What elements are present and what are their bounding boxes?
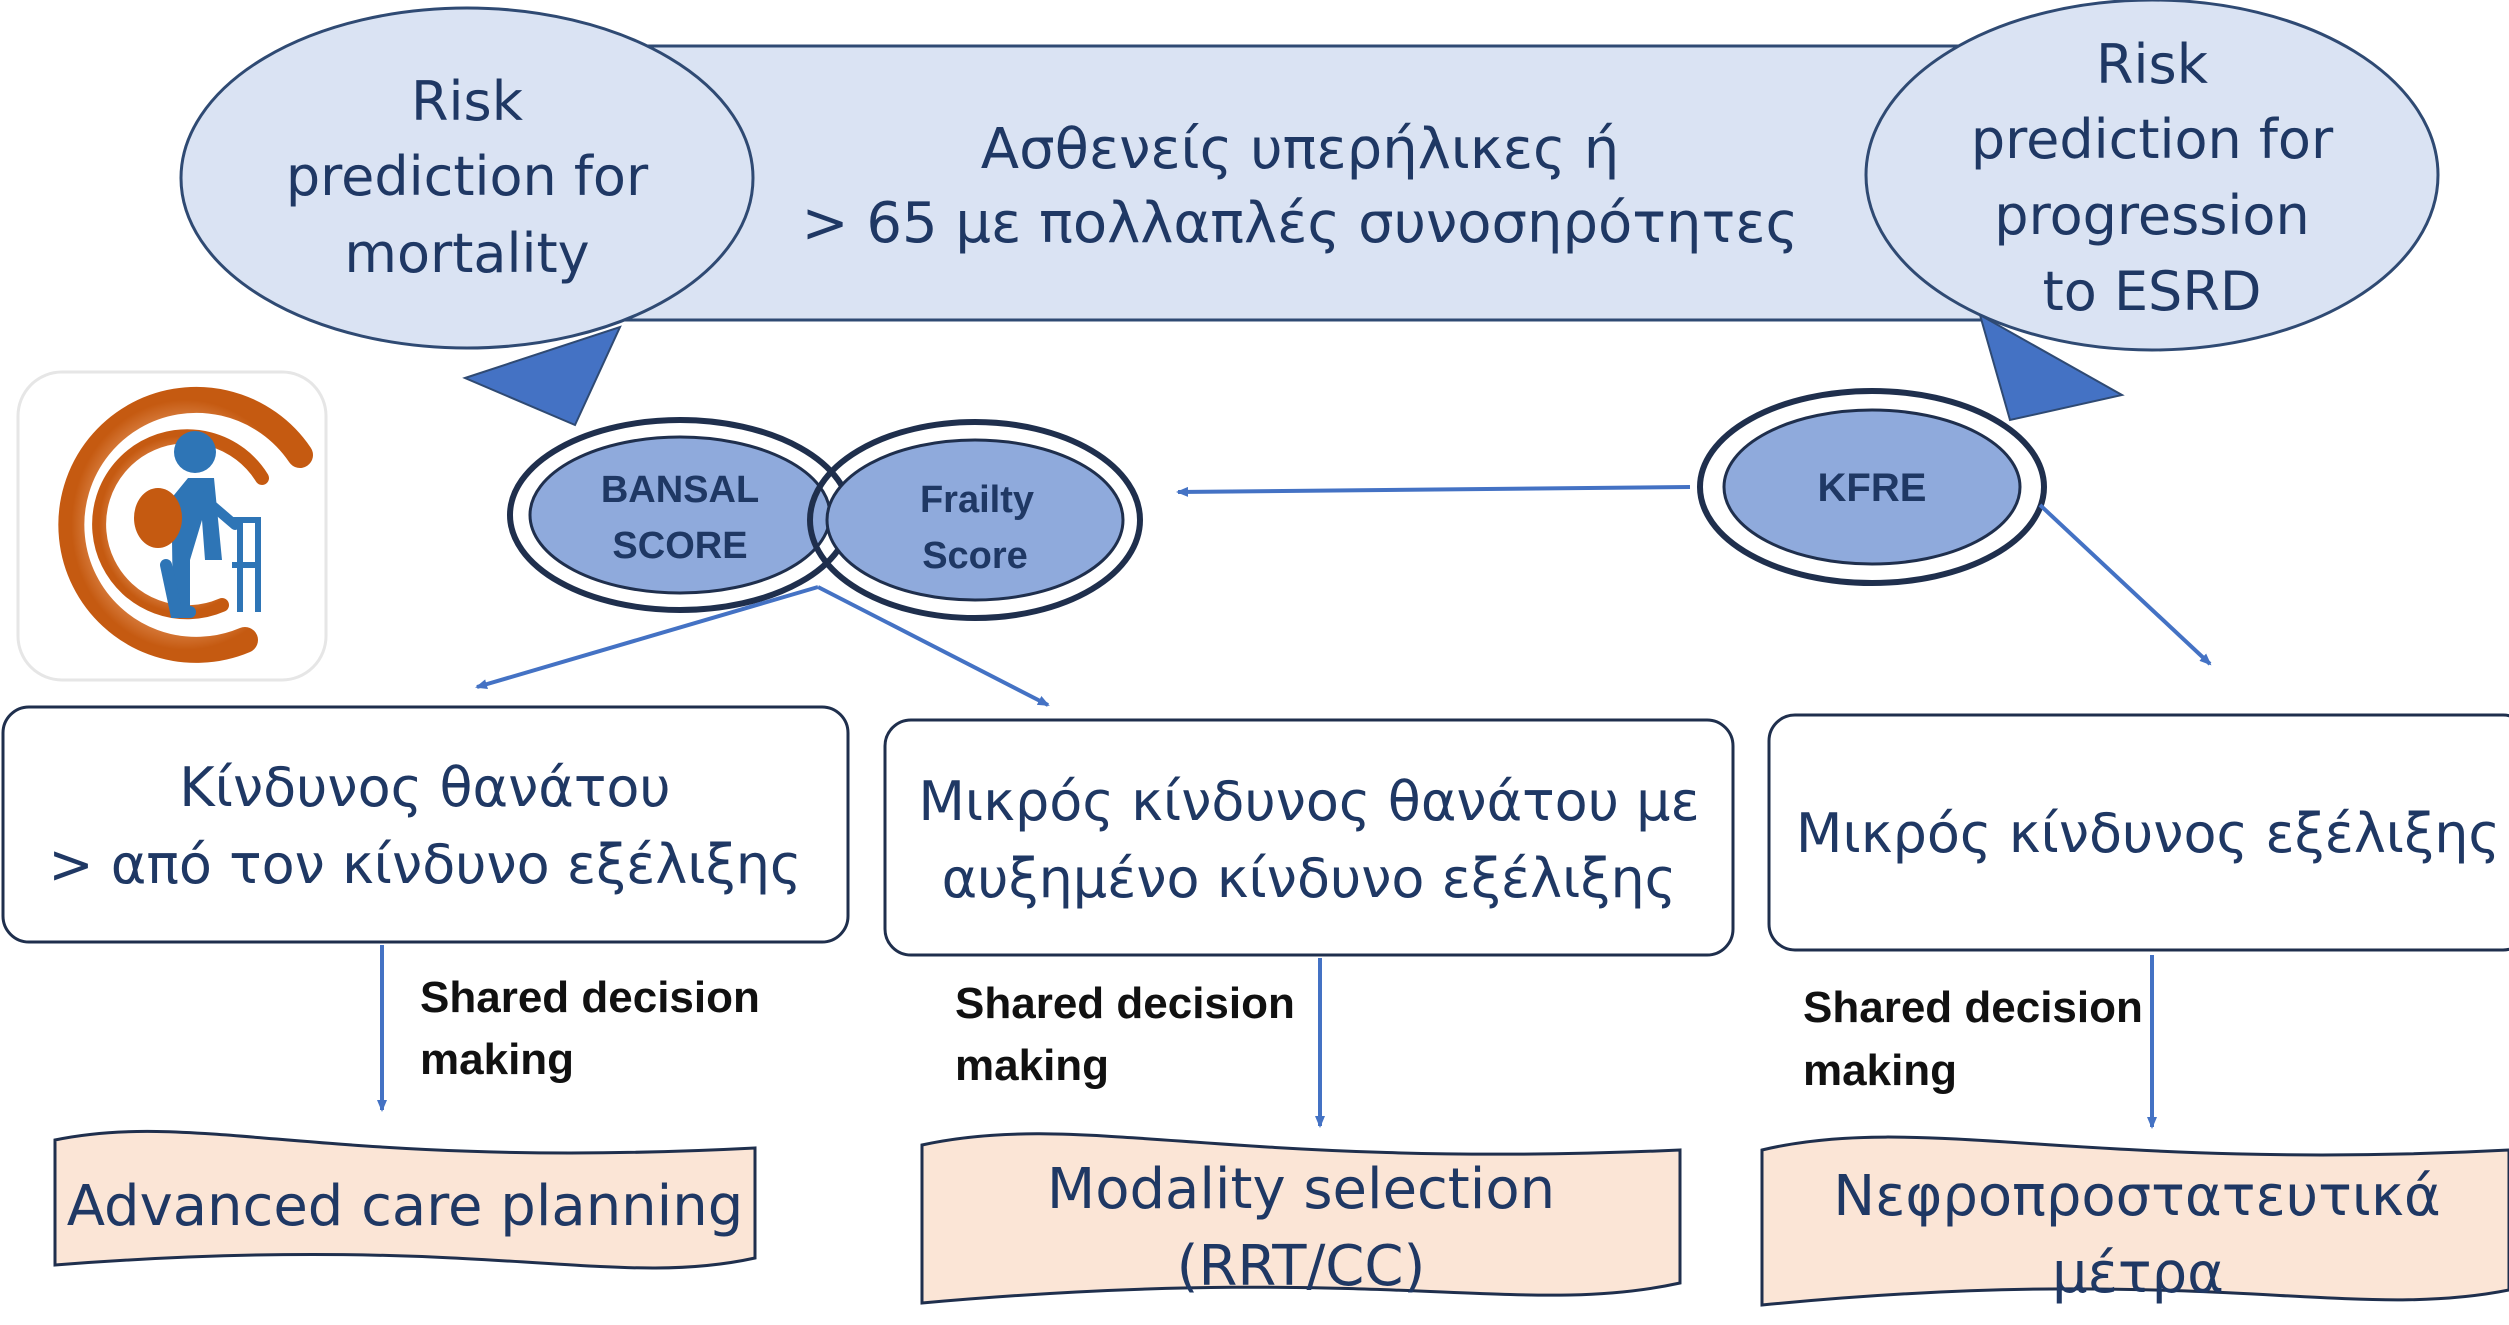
outcome-2-line-2: (RRT/CC) <box>1177 1234 1426 1299</box>
sdm-label-1-line-2: making <box>420 1035 574 1084</box>
box-mortality-risk <box>1 705 850 944</box>
kfre-label: KFRE <box>1818 466 1927 510</box>
sdm-label-1-line-1: Shared decision <box>420 973 760 1022</box>
arrow-kfre-to-box3 <box>2038 503 2212 666</box>
patients-banner <box>598 44 2002 322</box>
outcome-care-planning <box>53 1129 757 1270</box>
arrow-scores-to-box1 <box>475 585 819 689</box>
bubble-left-line-3: mortality <box>344 222 589 285</box>
outcome-nephroprotective <box>1760 1135 2509 1307</box>
bubble-left-line-1: Risk <box>411 70 524 133</box>
bubble-right-line-3: progression <box>1994 184 2309 247</box>
bubble-right-pointer <box>1978 312 2125 422</box>
box-3-line-1: Μικρός κίνδυνος εξέλιξης <box>1796 802 2500 865</box>
outcome-modality <box>920 1132 1682 1305</box>
frailty-line-2: Score <box>922 535 1028 577</box>
sdm-label-3-line-2: making <box>1803 1046 1957 1095</box>
sdm-label-2-line-2: making <box>955 1041 1109 1090</box>
outcome-3-line-2: μέτρα <box>2052 1241 2224 1306</box>
outcome-2-line-1: Modality selection <box>1047 1157 1555 1222</box>
outcome-3-line-1: Νεφροπροστατευτικά <box>1833 1164 2441 1229</box>
bansal-score-node <box>507 417 853 613</box>
box-low-progression <box>1767 713 2509 952</box>
elderly-walker-icon <box>16 370 328 682</box>
bubble-mortality <box>179 6 755 350</box>
bubble-right-line-2: prediction for <box>1971 108 2334 171</box>
box-1-line-2: > από τον κίνδυνο εξέλιξης <box>48 833 801 896</box>
sdm-label-2-line-1: Shared decision <box>955 979 1295 1028</box>
box-2-line-2: αυξημένο κίνδυνο εξέλιξης <box>942 847 1677 910</box>
box-2-line-1: Μικρός κίνδυνος θανάτου με <box>918 770 1699 833</box>
sdm-label-3-line-1: Shared decision <box>1803 983 2143 1032</box>
arrow-scores-to-box2 <box>817 585 1050 707</box>
bubble-left-pointer <box>462 325 622 427</box>
outcome-1-line-1: Advanced care planning <box>67 1174 744 1239</box>
kfre-node <box>1697 388 2047 586</box>
banner-line-1: Ασθενείς υπερήλικες ή <box>981 117 1619 182</box>
frailty-score-node <box>807 419 1143 621</box>
frailty-line-1: Frailty <box>920 479 1034 521</box>
arrow-kfre-to-scores <box>1176 485 1691 497</box>
bubble-right-line-1: Risk <box>2096 33 2209 96</box>
box-low-mortality <box>883 718 1735 957</box>
box-1-line-1: Κίνδυνος θανάτου <box>179 756 670 819</box>
bansal-line-2: SCORE <box>612 525 747 567</box>
bubble-left-line-2: prediction for <box>286 145 649 208</box>
banner-line-2: > 65 με πολλαπλές συνοσηρότητες <box>802 191 1799 256</box>
bansal-line-1: BANSAL <box>601 469 759 511</box>
bubble-progression <box>1864 0 2440 352</box>
bubble-right-line-4: to ESRD <box>2043 260 2262 323</box>
